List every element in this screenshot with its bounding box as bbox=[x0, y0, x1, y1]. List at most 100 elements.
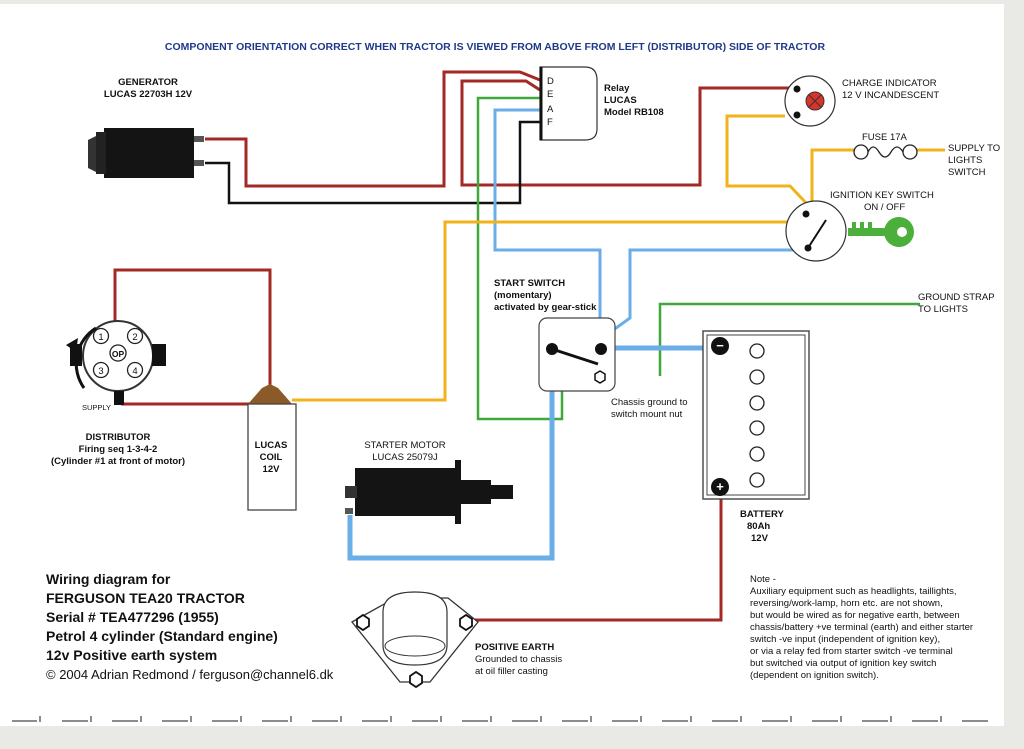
svg-text:−: − bbox=[716, 338, 724, 353]
perforation-marks bbox=[12, 716, 988, 722]
wire-battery-earth bbox=[475, 492, 723, 622]
wire-generator-d-relay bbox=[205, 70, 541, 188]
distributor-firing-seq: Firing seq 1-3-4-2 bbox=[79, 444, 158, 455]
distributor-label: DISTRIBUTOR bbox=[86, 432, 151, 443]
note-line: but would be wired as for negative earth… bbox=[750, 610, 960, 621]
fuse-label: FUSE 17A bbox=[862, 132, 908, 143]
charge-indicator-spec: 12 V INCANDESCENT bbox=[842, 90, 939, 101]
ignition-key-icon bbox=[848, 217, 914, 247]
battery-negative-terminal bbox=[711, 337, 729, 355]
earth-bolt-icon bbox=[459, 613, 473, 632]
starter-motor bbox=[345, 460, 513, 524]
supply-lights-line2: LIGHTS bbox=[948, 155, 982, 166]
wire-distributor-coil bbox=[113, 268, 272, 387]
wire-relay-charge-indicator bbox=[460, 79, 790, 187]
charge-indicator-label: CHARGE INDICATOR bbox=[842, 78, 937, 89]
paper bbox=[0, 4, 1004, 726]
earth-bolt-icon bbox=[409, 670, 423, 689]
svg-text:OP: OP bbox=[112, 349, 125, 359]
battery-capacity: 80Ah bbox=[747, 521, 770, 532]
relay: D E A F bbox=[539, 66, 598, 141]
generator-label: GENERATOR bbox=[118, 77, 178, 88]
battery-cells bbox=[749, 343, 765, 488]
relay-terminal-d: D bbox=[547, 76, 554, 87]
starter-motor-label: STARTER MOTOR bbox=[364, 440, 445, 451]
positive-earth-label: POSITIVE EARTH bbox=[475, 642, 554, 653]
mount-nut-icon bbox=[594, 370, 606, 384]
note-line: switch -ve input (independent of ignitio… bbox=[750, 634, 940, 645]
coil bbox=[247, 384, 297, 511]
relay-model: Model RB108 bbox=[604, 107, 664, 118]
note-line: Auxiliary equipment such as headlights, … bbox=[750, 586, 956, 597]
wire-start-ignition bbox=[604, 248, 795, 338]
wire-indicator-ignition bbox=[725, 114, 810, 207]
ignition-switch bbox=[785, 200, 847, 262]
note-line: chassis/battery +ve terminal (earth) and… bbox=[750, 622, 973, 633]
ignition-switch-label: IGNITION KEY SWITCH bbox=[830, 190, 934, 201]
title-line5: 12v Positive earth system bbox=[46, 647, 217, 663]
wire-generator-f-relay bbox=[205, 120, 540, 205]
ground-strap-label: GROUND STRAP bbox=[918, 292, 995, 303]
battery-voltage: 12V bbox=[751, 533, 769, 544]
relay-terminal-e: E bbox=[547, 89, 553, 100]
title-line2: FERGUSON TEA20 TRACTOR bbox=[46, 590, 245, 606]
fuse-icon bbox=[853, 144, 918, 160]
charge-indicator bbox=[784, 75, 836, 127]
svg-text:+: + bbox=[716, 479, 724, 494]
title-line3: Serial # TEA477296 (1955) bbox=[46, 609, 219, 625]
wire-ignition-fuse bbox=[810, 148, 855, 206]
distributor: 1 2 OP 3 4 bbox=[66, 320, 166, 405]
note-line: but switched via output of ignition key … bbox=[750, 658, 936, 669]
wire-start-starter-motor bbox=[347, 352, 555, 561]
svg-text:4: 4 bbox=[132, 366, 137, 377]
positive-earth-line2: Grounded to chassis bbox=[475, 654, 562, 665]
wire-relay-e-green bbox=[476, 96, 564, 421]
ground-strap-dest: TO LIGHTS bbox=[918, 304, 968, 315]
title-line4: Petrol 4 cylinder (Standard engine) bbox=[46, 628, 278, 644]
ignition-switch-state: ON / OFF bbox=[864, 202, 905, 213]
generator-model: LUCAS 22703H 12V bbox=[104, 89, 193, 100]
start-switch-type: (momentary) bbox=[494, 290, 552, 301]
battery-positive-terminal bbox=[711, 478, 729, 496]
coil-label: COIL bbox=[260, 452, 283, 463]
start-switch bbox=[538, 317, 616, 392]
note-line: (dependent on ignition switch). bbox=[750, 670, 879, 681]
starter-motor-model: LUCAS 25079J bbox=[372, 452, 438, 463]
wire-ignition-coil bbox=[292, 220, 800, 402]
note-line: reversing/work-lamp, horn etc. are not s… bbox=[750, 598, 943, 609]
relay-terminal-a: A bbox=[547, 104, 554, 115]
orientation-note: COMPONENT ORIENTATION CORRECT WHEN TRACT… bbox=[165, 41, 826, 53]
coil-voltage: 12V bbox=[263, 464, 281, 475]
wire-relay-a-start-switch bbox=[493, 108, 602, 336]
title-line1: Wiring diagram for bbox=[46, 571, 171, 587]
supply-lights-line3: SWITCH bbox=[948, 167, 986, 178]
note-title: Note - bbox=[750, 574, 776, 585]
generator-pulley bbox=[88, 136, 96, 172]
relay-label: Relay bbox=[604, 83, 630, 94]
svg-text:2: 2 bbox=[132, 332, 137, 343]
coil-brand: LUCAS bbox=[255, 440, 288, 451]
distributor-cylinder-note: (Cylinder #1 at front of motor) bbox=[51, 456, 185, 467]
earth-bolt-icon bbox=[356, 613, 370, 632]
battery: − + bbox=[702, 330, 810, 500]
distributor-supply-label: SUPPLY bbox=[82, 403, 111, 412]
svg-text:1: 1 bbox=[98, 332, 103, 343]
title-line6: © 2004 Adrian Redmond / ferguson@channel… bbox=[46, 667, 334, 682]
positive-earth-line3: at oil filler casting bbox=[475, 666, 548, 677]
note-line: or via a relay fed from starter switch -… bbox=[750, 646, 953, 657]
chassis-ground-line2: switch mount nut bbox=[611, 409, 683, 420]
start-switch-activation: activated by gear-stick bbox=[494, 302, 597, 313]
relay-body bbox=[539, 66, 598, 141]
chassis-ground-line1: Chassis ground to bbox=[611, 397, 688, 408]
battery-label: BATTERY bbox=[740, 509, 784, 520]
start-switch-label: START SWITCH bbox=[494, 278, 565, 289]
generator bbox=[88, 128, 204, 178]
wire-ground-strap bbox=[658, 302, 920, 376]
relay-terminal-f: F bbox=[547, 117, 553, 128]
generator-body bbox=[104, 128, 194, 178]
supply-lights-line1: SUPPLY TO bbox=[948, 143, 1000, 154]
relay-brand: LUCAS bbox=[604, 95, 637, 106]
svg-text:3: 3 bbox=[98, 366, 103, 377]
